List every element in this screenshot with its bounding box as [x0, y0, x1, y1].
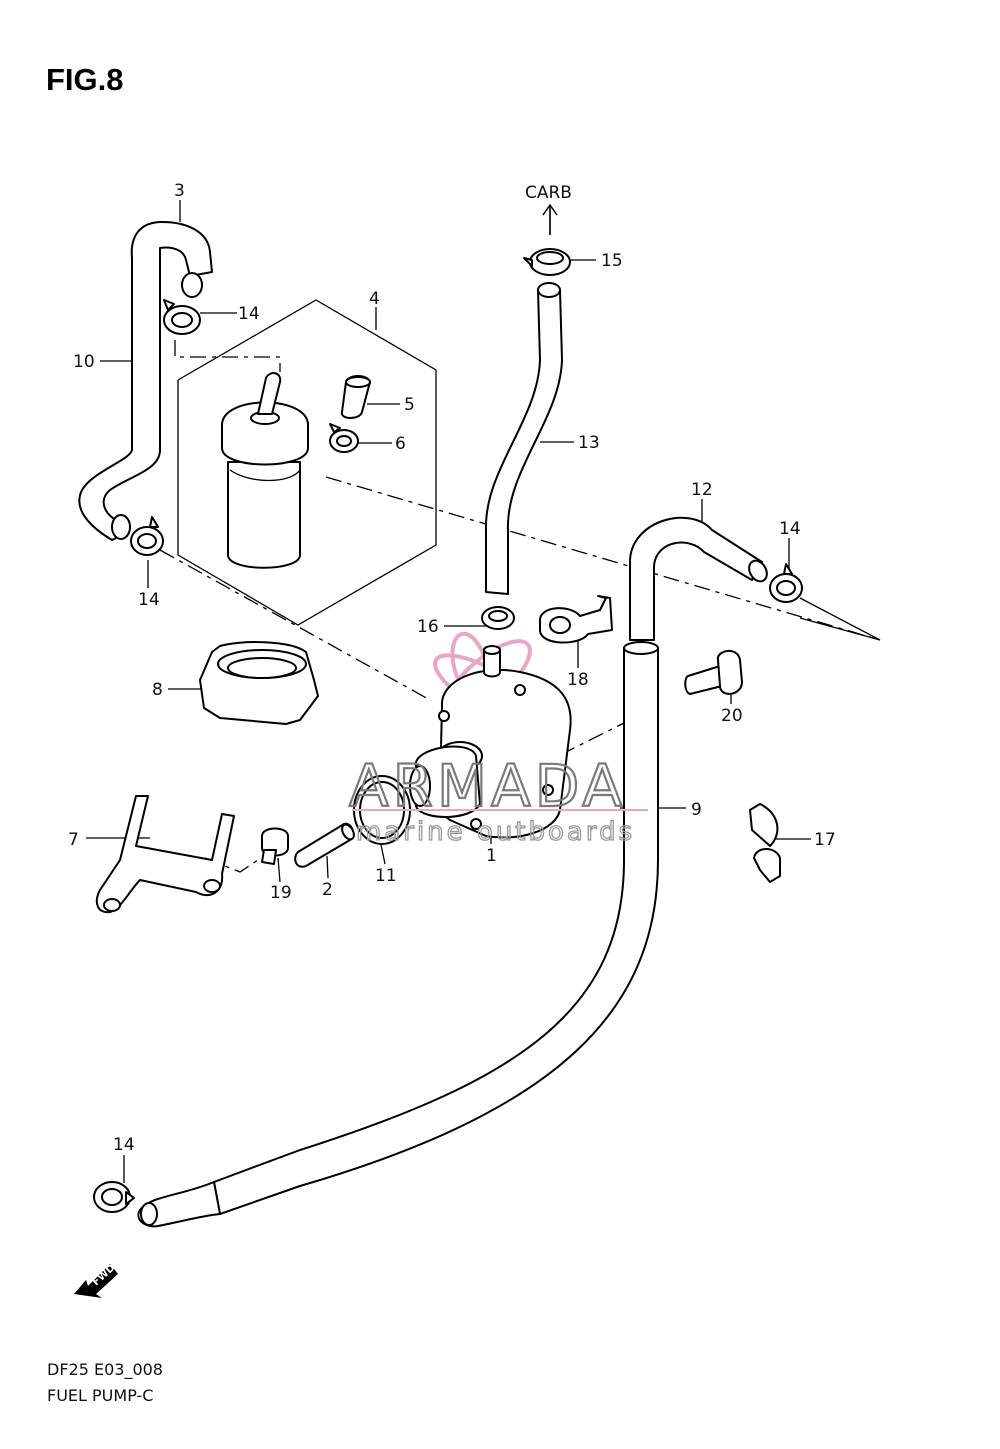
- hose-9: [137, 641, 659, 1228]
- watermark-tagline: marine outboards: [356, 817, 635, 847]
- fwd-reference-arrow: [799, 597, 881, 641]
- hose-13: [484, 282, 563, 595]
- callout-14-right: 14: [779, 519, 801, 539]
- clamp-16: [481, 606, 515, 630]
- clamp-14-right: [769, 563, 803, 603]
- filter-group-outline: [177, 299, 437, 626]
- callout-9: 9: [691, 800, 702, 820]
- callout-13: 13: [578, 433, 600, 453]
- figure-name: FUEL PUMP-C: [47, 1386, 154, 1405]
- callout-7: 7: [68, 830, 79, 850]
- clip-17: [749, 803, 781, 883]
- callout-1: 1: [486, 846, 497, 866]
- pin-2: [294, 822, 355, 868]
- callout-2: 2: [322, 880, 333, 900]
- fuel-filter: [221, 372, 309, 569]
- figure-code: DF25 E03_008: [47, 1360, 163, 1379]
- callout-3: 3: [174, 181, 185, 201]
- callout-14-left: 14: [138, 590, 160, 610]
- hose-10: [78, 221, 213, 541]
- callout-8: 8: [152, 680, 163, 700]
- callout-15: 15: [601, 251, 623, 271]
- clip-6: [329, 423, 359, 453]
- callout-11: 11: [375, 866, 397, 886]
- callout-19: 19: [270, 883, 292, 903]
- callout-10: 10: [73, 352, 95, 372]
- hose-5: [340, 375, 371, 419]
- callout-12: 12: [691, 480, 713, 500]
- figure-title: FIG.8: [46, 62, 124, 97]
- bracket-8: [199, 641, 319, 725]
- bracket-7: [95, 795, 235, 914]
- callout-14-top: 14: [238, 304, 260, 324]
- fuel-pump: [409, 645, 572, 839]
- callout-14-bottom: 14: [113, 1135, 135, 1155]
- carb-label: CARB: [525, 183, 572, 203]
- callout-6: 6: [395, 434, 406, 454]
- carb-arrow: [542, 203, 558, 235]
- clamp-14-left: [130, 516, 164, 556]
- clip-18: [539, 595, 613, 644]
- callout-16: 16: [417, 617, 439, 637]
- hose-12: [629, 516, 768, 641]
- callout-20: 20: [721, 706, 743, 726]
- clamp-15: [523, 248, 571, 276]
- callout-17: 17: [814, 830, 836, 850]
- callout-5: 5: [404, 395, 415, 415]
- bolt-20: [684, 650, 743, 695]
- fwd-arrow-icon: FWD: [74, 1263, 118, 1298]
- clamp-14-bottom: [93, 1181, 135, 1213]
- callout-18: 18: [567, 670, 589, 690]
- bolt-19: [261, 827, 289, 865]
- callout-4: 4: [369, 289, 380, 309]
- clamp-14-top: [163, 299, 201, 335]
